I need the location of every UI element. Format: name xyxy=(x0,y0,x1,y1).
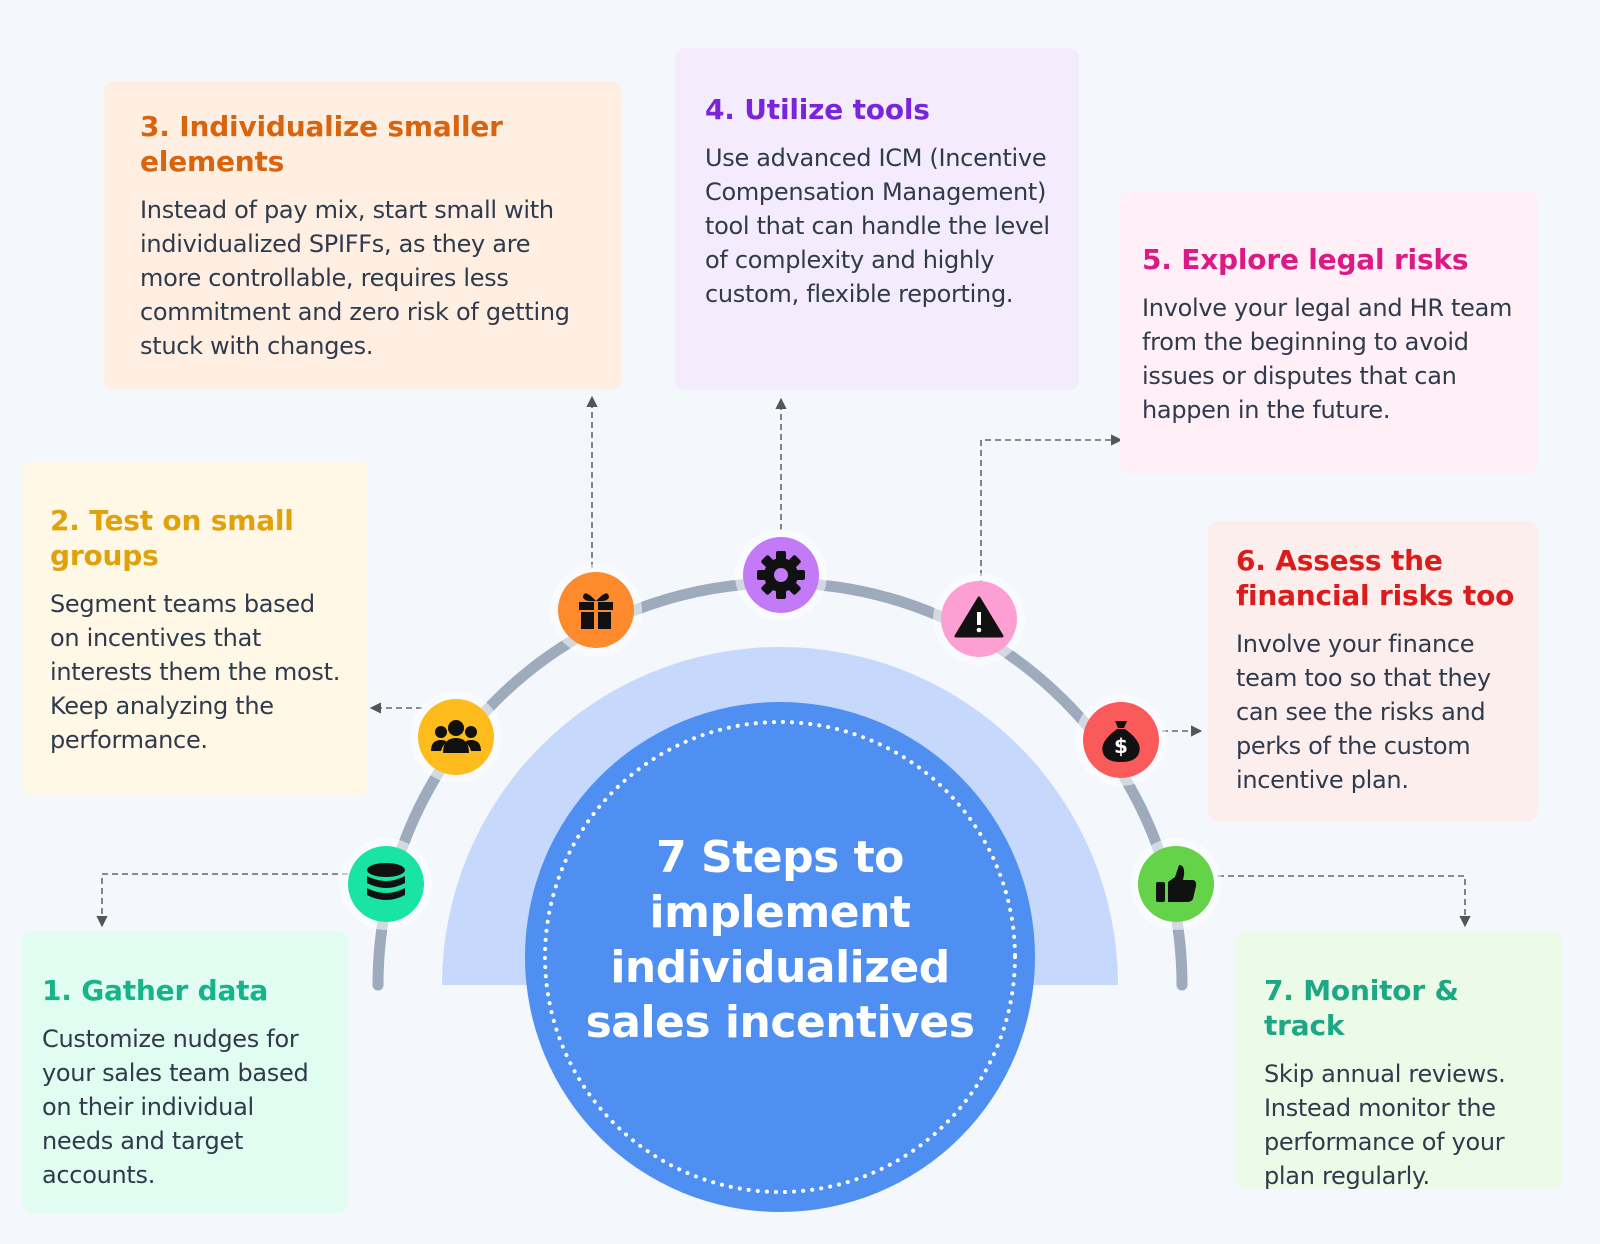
step-7-title: 7. Monitor & track xyxy=(1264,974,1459,1042)
center-title: 7 Steps to implement individualized sale… xyxy=(585,832,975,1048)
step-card-6: 6. Assess the financial risks too Involv… xyxy=(1208,521,1538,821)
money-bag-icon: $ xyxy=(1102,721,1140,762)
warning-icon xyxy=(954,596,1004,638)
center-circle xyxy=(525,702,1035,1212)
step-card-2: 2. Test on small groups Segment teams ba… xyxy=(22,461,368,796)
connector-7 xyxy=(1218,875,1471,928)
step-4-title: 4. Utilize tools xyxy=(705,93,930,126)
step-4-icon-circle xyxy=(735,529,827,621)
step-card-5: 5. Explore legal risks Involve your lega… xyxy=(1120,192,1538,474)
step-5-title: 5. Explore legal risks xyxy=(1142,243,1469,276)
step-3-icon-circle xyxy=(550,564,642,656)
step-5-icon-circle xyxy=(933,573,1025,665)
step-1-title: 1. Gather data xyxy=(42,974,269,1007)
thumbs-up-icon xyxy=(1156,865,1197,902)
svg-text:$: $ xyxy=(1114,734,1128,758)
step-7-icon-circle xyxy=(1130,838,1222,930)
step-4-body: Use advanced ICM (Incentive Compensation… xyxy=(705,144,1050,308)
step-5-body: Involve your legal and HR team from the … xyxy=(1142,294,1513,424)
step-card-3: 3. Individualize smaller elements Instea… xyxy=(104,81,621,390)
step-3-body: Instead of pay mix, start small with ind… xyxy=(140,196,570,360)
step-1-icon-circle xyxy=(340,838,432,930)
step-2-icon-circle xyxy=(410,691,502,783)
step-6-icon-circle: $ xyxy=(1075,694,1167,786)
step-6-title: 6. Assess the financial risks too xyxy=(1236,544,1515,612)
database-icon xyxy=(367,863,405,900)
step-card-7: 7. Monitor & track Skip annual reviews. … xyxy=(1236,931,1562,1190)
group-icon xyxy=(431,720,481,753)
step-card-4: 4. Utilize tools Use advanced ICM (Incen… xyxy=(675,48,1079,390)
gear-icon xyxy=(757,551,805,599)
gift-icon xyxy=(579,593,613,629)
center-circle-dotted-ring xyxy=(543,720,1017,1194)
connector-1 xyxy=(96,873,348,928)
step-6-body: Involve your finance team too so that th… xyxy=(1236,630,1491,794)
connector-5 xyxy=(980,434,1123,596)
step-1-body: Customize nudges for your sales team bas… xyxy=(42,1025,309,1189)
step-2-title: 2. Test on small groups xyxy=(50,504,294,572)
step-3-title: 3. Individualize smaller elements xyxy=(140,110,503,178)
step-2-body: Segment teams based on incentives that i… xyxy=(50,590,341,754)
step-card-1: 1. Gather data Customize nudges for your… xyxy=(22,931,348,1213)
step-7-body: Skip annual reviews. Instead monitor the… xyxy=(1264,1060,1506,1190)
